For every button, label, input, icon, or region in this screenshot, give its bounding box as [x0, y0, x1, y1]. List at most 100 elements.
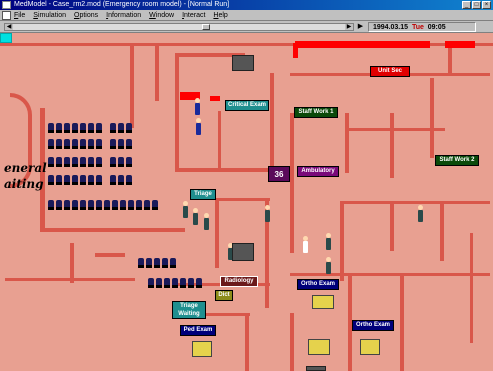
wall: [155, 46, 159, 101]
slider-thumb[interactable]: [202, 24, 210, 30]
label-triage[interactable]: Triage: [190, 189, 216, 200]
wall: [348, 273, 352, 371]
person[interactable]: [193, 208, 198, 225]
clock-day: Tue: [411, 24, 424, 31]
wall: [175, 168, 275, 172]
menu-file[interactable]: File: [14, 11, 26, 19]
radiology-equipment[interactable]: [232, 243, 254, 261]
close-icon[interactable]: ×: [482, 1, 491, 9]
wall: [430, 78, 434, 158]
menu-simulation[interactable]: Simulation: [33, 11, 66, 19]
seating-row: [48, 139, 132, 149]
wall: [290, 313, 294, 371]
wall: [400, 273, 404, 371]
wall: [290, 273, 490, 276]
wall: [390, 113, 394, 178]
ambulatory-count-badge: 36: [268, 166, 290, 182]
wall: [175, 53, 179, 168]
wall: [340, 201, 344, 281]
wall: [40, 108, 45, 228]
label-ambulatory[interactable]: Ambulatory: [297, 166, 339, 177]
equipment[interactable]: [306, 366, 326, 371]
layout-corner-icon: [0, 33, 12, 43]
person[interactable]: [418, 205, 423, 222]
window-title: MedModel - Case_rm2.mod (Emergency room …: [14, 1, 230, 8]
label-radiology[interactable]: Radiology: [220, 276, 258, 287]
label-critical-exam[interactable]: Critical Exam: [225, 100, 269, 111]
wall: [70, 243, 74, 283]
wall: [345, 113, 349, 173]
wall: [130, 46, 134, 128]
critical-exam-bed[interactable]: [232, 55, 254, 71]
menu-interact[interactable]: Interact: [182, 11, 206, 19]
wall: [440, 201, 444, 261]
menu-bar: File Simulation Options Information Wind…: [0, 10, 493, 21]
seating-row: [48, 200, 158, 210]
wall: [345, 128, 445, 131]
play-icon[interactable]: ▶: [357, 23, 364, 30]
wall: [470, 233, 473, 343]
maximize-icon[interactable]: □: [472, 1, 481, 9]
wall: [40, 228, 185, 232]
wall: [290, 113, 294, 253]
seating-row: [48, 157, 132, 167]
slider-left-arrow-icon[interactable]: ◀: [5, 24, 13, 30]
wall: [175, 313, 250, 316]
label-staff-work-1[interactable]: Staff Work 1: [294, 107, 338, 118]
label-ped-exam[interactable]: Ped Exam: [180, 325, 216, 336]
label-unit-sec[interactable]: Unit Sec: [370, 66, 410, 77]
red-marker: [293, 43, 298, 58]
wall: [218, 111, 221, 168]
seating-row: [148, 278, 202, 288]
window-controls: _ □ ×: [462, 1, 491, 9]
speed-slider[interactable]: ◀ ▶: [4, 23, 354, 31]
person[interactable]: [303, 236, 308, 253]
wall: [0, 43, 493, 46]
document-icon[interactable]: [2, 11, 11, 20]
label-dict[interactable]: Dict: [215, 290, 233, 301]
menu-help[interactable]: Help: [213, 11, 228, 19]
red-marker: [445, 41, 475, 48]
wall: [270, 73, 274, 168]
person[interactable]: [326, 257, 331, 274]
seating-row: [48, 175, 132, 185]
wall: [215, 198, 219, 268]
wall: [5, 278, 135, 281]
wall: [448, 43, 452, 73]
person[interactable]: [204, 213, 209, 230]
minimize-icon[interactable]: _: [462, 1, 471, 9]
simulation-clock: 1994.03.15 Tue 09:05: [368, 22, 476, 32]
label-triage-waiting[interactable]: Triage Waiting: [172, 301, 206, 319]
seating-row: [48, 123, 132, 133]
ortho-exam-bed[interactable]: [312, 295, 334, 309]
label-staff-work-2[interactable]: Staff Work 2: [435, 155, 479, 166]
clock-date: 1994.03.15: [373, 24, 409, 31]
ped-exam-bed[interactable]: [192, 341, 212, 357]
person[interactable]: [326, 233, 331, 250]
person[interactable]: [228, 243, 233, 260]
wall: [265, 198, 269, 308]
wall: [175, 53, 245, 57]
seating-row: [138, 258, 176, 268]
red-marker: [210, 96, 220, 101]
menu-options[interactable]: Options: [73, 11, 99, 19]
ortho-exam-bed[interactable]: [360, 339, 380, 355]
person[interactable]: [196, 118, 201, 135]
red-marker: [180, 92, 200, 100]
label-ortho-exam[interactable]: Ortho Exam: [352, 320, 394, 331]
person[interactable]: [265, 205, 270, 222]
red-marker: [295, 41, 430, 48]
simulation-layout[interactable]: eneral aiting Unit Sec Critical Exam Sta…: [0, 33, 493, 371]
label-triage-waiting-line1: Triage: [180, 303, 198, 309]
menu-window[interactable]: Window: [149, 11, 175, 19]
person[interactable]: [183, 201, 188, 218]
label-ortho-exam[interactable]: Ortho Exam: [297, 279, 339, 290]
slider-right-arrow-icon[interactable]: ▶: [345, 24, 353, 30]
general-waiting-label-line1: eneral: [4, 161, 47, 175]
wall: [340, 201, 490, 204]
menu-information[interactable]: Information: [106, 11, 142, 19]
app-icon: [2, 1, 11, 9]
wall: [215, 198, 270, 201]
person[interactable]: [195, 98, 200, 115]
ortho-exam-bed[interactable]: [308, 339, 330, 355]
